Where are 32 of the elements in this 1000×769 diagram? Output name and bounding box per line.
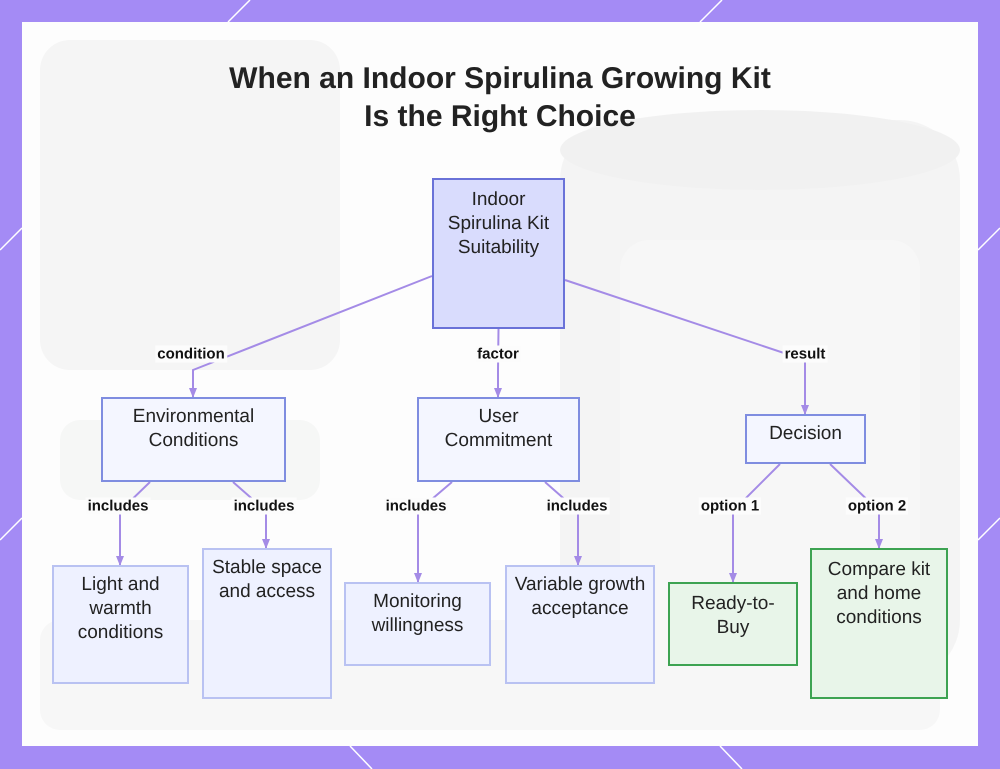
edge-label: includes: [384, 498, 448, 514]
edge-label: option 1: [698, 498, 762, 514]
connector-arrow: [189, 275, 432, 398]
node-box: [810, 548, 948, 699]
node-text: Compare kit and home conditions: [826, 558, 932, 630]
node-box: [417, 397, 580, 482]
edge-label: includes: [232, 498, 296, 514]
node-text: Stable space and access: [211, 556, 323, 604]
edge-label: option 2: [846, 498, 908, 514]
connector-arrow: [564, 279, 809, 415]
node-text: Monitoring willingness: [370, 590, 464, 638]
edge-label: includes: [544, 498, 610, 514]
node-box: [344, 582, 491, 666]
node-text: Decision: [769, 422, 842, 446]
node-text: Environmental Conditions: [132, 405, 256, 452]
node-box: [432, 178, 565, 329]
node-box: [52, 565, 189, 684]
node-box: [202, 548, 332, 699]
edge-label: result: [782, 346, 828, 362]
node-text: Light and warmth conditions: [76, 573, 164, 644]
edge-label: factor: [475, 346, 521, 362]
node-box: [745, 414, 866, 464]
node-text: User Commitment: [444, 405, 554, 452]
node-box: [505, 565, 655, 684]
diagram-title: When an Indoor Spirulina Growing Kit Is the Right Choice: [228, 61, 772, 135]
node-text: Ready-to-Buy: [690, 592, 776, 640]
node-text: Indoor Spirulina Kit Suitability: [446, 188, 550, 260]
edge-label: condition: [155, 346, 227, 362]
edge-label: includes: [86, 498, 150, 514]
node-box: [101, 397, 286, 482]
node-text: Variable growth acceptance: [514, 573, 646, 620]
node-box: [668, 582, 798, 666]
